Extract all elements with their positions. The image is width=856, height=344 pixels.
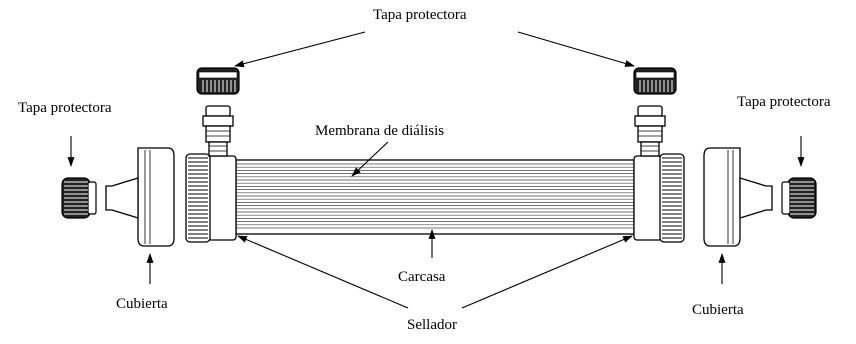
- label-membrane: Membrana de diálisis: [315, 123, 445, 139]
- arrow-membrane: [351, 141, 389, 177]
- label-sealant: Sellador: [407, 317, 457, 333]
- right-protective-cap: [781, 177, 817, 219]
- label-left-cover: Cubierta: [116, 296, 168, 312]
- right-header: [633, 105, 685, 243]
- top-right-protective-cap: [633, 67, 677, 95]
- arrow-top-cap-right: [517, 31, 635, 67]
- label-right-cover: Cubierta: [692, 302, 744, 318]
- label-top-protective-cap: Tapa protectora: [373, 7, 467, 23]
- label-right-protective-cap: Tapa protectora: [737, 94, 831, 110]
- arrow-top-cap-left: [234, 31, 366, 68]
- top-left-protective-cap: [196, 67, 240, 95]
- label-left-protective-cap: Tapa protectora: [18, 100, 112, 116]
- housing-tube: [235, 159, 635, 235]
- left-cover: [105, 147, 175, 247]
- left-header: [185, 105, 237, 243]
- right-cover: [703, 147, 773, 247]
- arrow-sealant-left: [237, 235, 409, 309]
- label-housing: Carcasa: [398, 269, 446, 285]
- arrow-sealant-right: [461, 235, 633, 309]
- left-protective-cap: [61, 177, 97, 219]
- membrane-fibers: [236, 163, 634, 229]
